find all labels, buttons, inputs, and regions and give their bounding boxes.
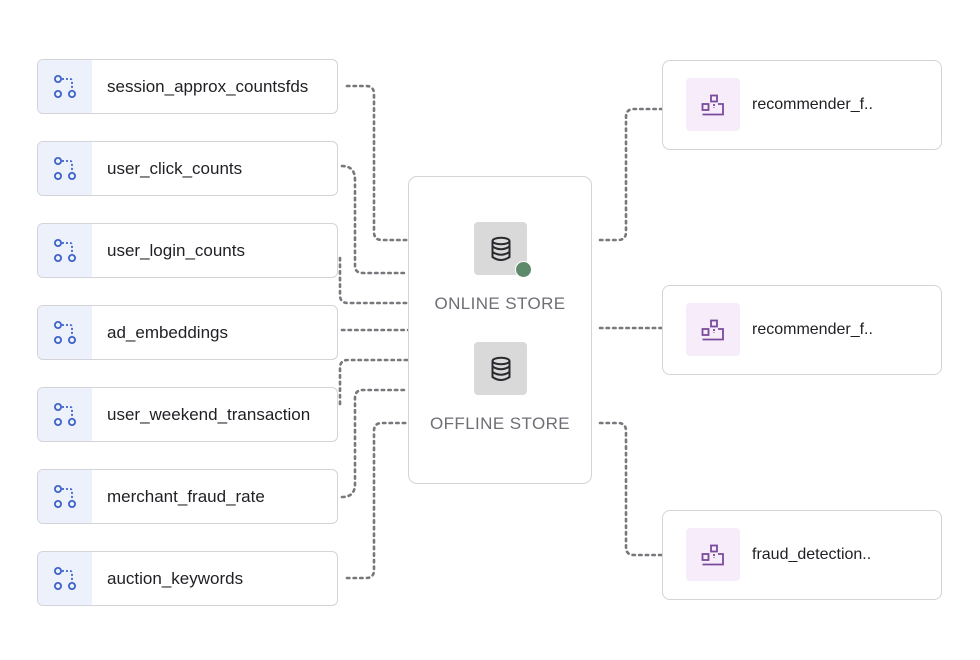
- database-icon: [491, 236, 510, 261]
- feature-service-name: recommender_f..: [752, 320, 873, 338]
- feature-service-icon: [701, 319, 724, 340]
- database-icon: [491, 356, 510, 381]
- offline-store-label: OFFLINE STORE: [430, 414, 570, 433]
- feature-view-icon-cell: [38, 470, 92, 523]
- connector-recommender-1: [598, 107, 664, 242]
- feature-view-node[interactable]: session_approx_countsfds: [37, 59, 338, 114]
- store-panel: ONLINE STORE OFFLINE STORE: [408, 176, 592, 484]
- feature-view-icon: [54, 402, 76, 426]
- feature-service-icon-cell: [686, 303, 740, 356]
- feature-view-icon: [54, 74, 76, 98]
- feature-view-icon: [54, 156, 76, 180]
- feature-view-icon-cell: [38, 60, 92, 113]
- feature-view-node[interactable]: merchant_fraud_rate: [37, 469, 338, 524]
- connector-session-approx-countsfds: [345, 84, 410, 242]
- online-store-label: ONLINE STORE: [434, 294, 566, 313]
- connector-merchant-fraud-rate: [340, 388, 410, 499]
- online-store-button[interactable]: [474, 222, 532, 278]
- feature-service-icon: [701, 94, 724, 115]
- feature-view-name: merchant_fraud_rate: [107, 486, 265, 506]
- feature-service-node[interactable]: fraud_detection..: [662, 510, 942, 600]
- feature-service-icon: [701, 544, 724, 565]
- connector-auction-keywords: [345, 421, 410, 580]
- online-status-dot: [515, 261, 532, 278]
- feature-view-name: auction_keywords: [107, 568, 244, 588]
- feature-view-node[interactable]: auction_keywords: [37, 551, 338, 606]
- feature-view-icon: [54, 566, 76, 590]
- feature-service-node[interactable]: recommender_f..: [662, 60, 942, 150]
- feature-view-icon-cell: [38, 306, 92, 359]
- feature-view-name: ad_embeddings: [107, 322, 228, 342]
- feature-service-node[interactable]: recommender_f..: [662, 285, 942, 375]
- feature-view-icon-cell: [38, 388, 92, 441]
- feature-view-icon-cell: [38, 552, 92, 605]
- feature-service-name: recommender_f..: [752, 95, 873, 113]
- feature-view-node[interactable]: ad_embeddings: [37, 305, 338, 360]
- connector-user-click-counts: [340, 164, 410, 275]
- feature-view-node[interactable]: user_click_counts: [37, 141, 338, 196]
- feature-view-name: user_login_counts: [107, 240, 245, 260]
- feature-view-icon: [54, 484, 76, 508]
- feature-service-name: fraud_detection..: [752, 545, 872, 563]
- feature-service-icon-cell: [686, 78, 740, 131]
- connector-fraud-detection: [598, 421, 664, 557]
- feature-view-icon: [54, 320, 76, 344]
- feature-view-node[interactable]: user_login_counts: [37, 223, 338, 278]
- feature-view-name: user_click_counts: [107, 158, 243, 178]
- feature-view-icon: [54, 238, 76, 262]
- feature-service-icon-cell: [686, 528, 740, 581]
- feature-view-node[interactable]: user_weekend_transaction: [37, 387, 338, 442]
- feature-view-icon-cell: [38, 224, 92, 277]
- feature-view-name: user_weekend_transaction: [107, 404, 311, 424]
- connector-user-login-counts: [338, 256, 410, 305]
- connector-user-weekend-transaction: [338, 358, 410, 406]
- offline-store-button[interactable]: [474, 342, 527, 395]
- feature-view-icon-cell: [38, 142, 92, 195]
- feature-view-name: session_approx_countsfds: [107, 76, 309, 96]
